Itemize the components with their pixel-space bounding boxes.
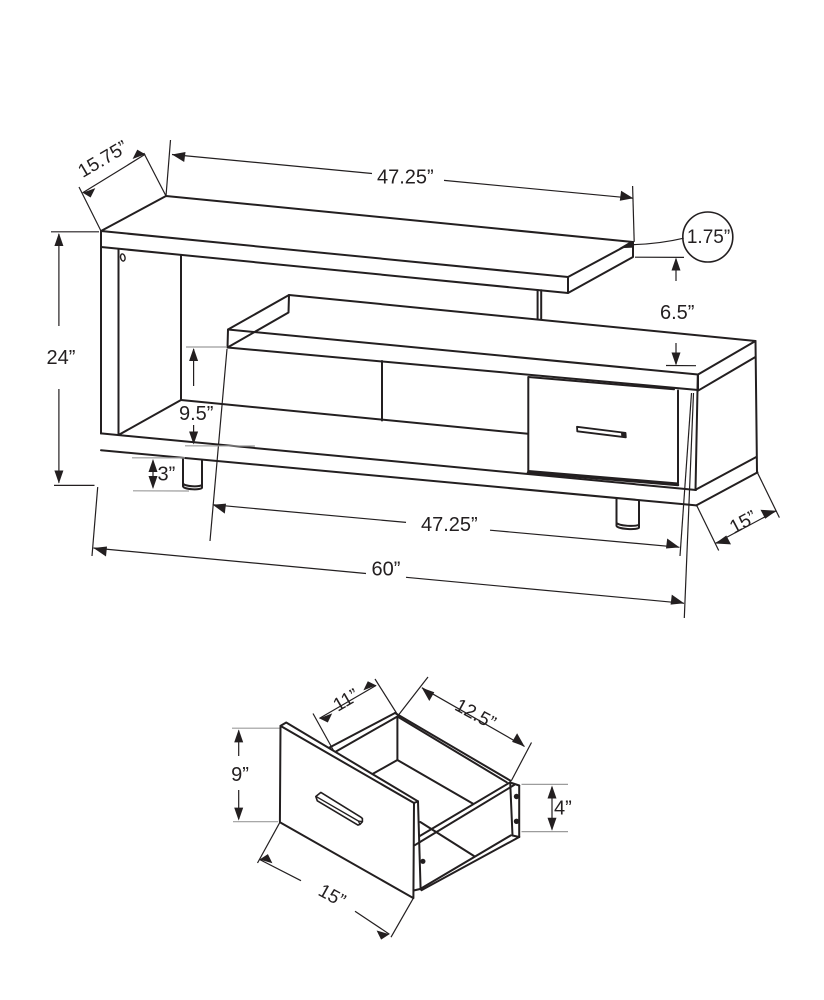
svg-text:3”: 3” [158,464,176,486]
svg-text:4”: 4” [554,798,572,820]
svg-text:9”: 9” [231,764,249,786]
svg-text:6.5”: 6.5” [660,302,694,324]
svg-text:60”: 60” [372,559,401,581]
svg-text:9.5”: 9.5” [179,403,213,425]
svg-text:47.25”: 47.25” [421,514,478,536]
svg-text:47.25”: 47.25” [377,167,434,189]
svg-text:24”: 24” [47,347,76,369]
svg-text:1.75”: 1.75” [687,227,730,248]
